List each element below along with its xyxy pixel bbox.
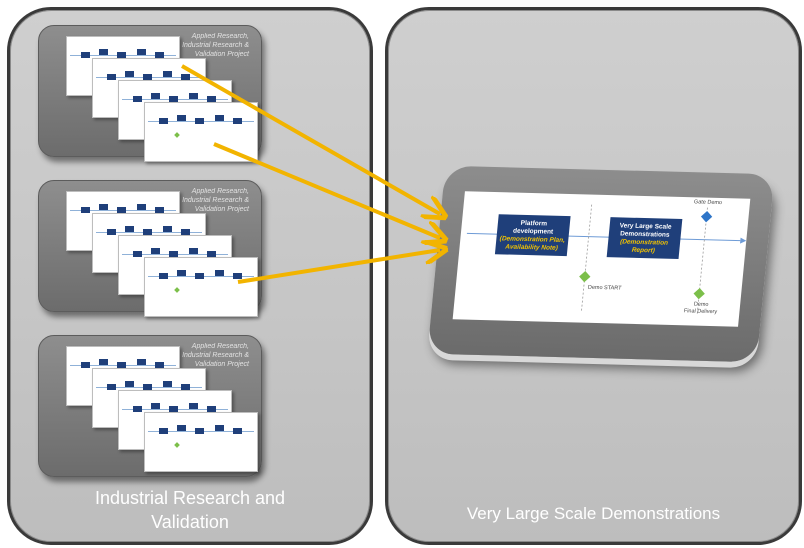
caption-line-1: Industrial Research and	[94, 488, 286, 508]
thumbnail-box	[117, 52, 126, 58]
thumbnail-box	[155, 362, 164, 368]
tray-label: Applied Research, Industrial Research & …	[137, 342, 249, 369]
thumbnail-milestone-icon	[174, 442, 180, 448]
thumbnail-box	[207, 251, 216, 257]
box-text: Availability Note)	[504, 243, 559, 252]
tray-label: Applied Research, Industrial Research & …	[137, 32, 249, 59]
thumbnail-box	[155, 207, 164, 213]
thumbnail-box	[195, 118, 204, 124]
slide-thumbnail	[144, 412, 258, 472]
thumbnail-box	[137, 204, 146, 210]
thumbnail-box	[181, 384, 190, 390]
tray-label-line: Applied Research,	[191, 343, 249, 350]
thumbnail-box	[81, 207, 90, 213]
demo-start-label: Demo START	[587, 284, 622, 292]
thumbnail-box	[177, 425, 186, 431]
slide-thumbnail	[144, 102, 258, 162]
thumbnail-box	[195, 273, 204, 279]
thumbnail-box	[125, 71, 134, 77]
thumbnail-box	[159, 428, 168, 434]
tray-label-line: Industrial Research &	[182, 42, 249, 49]
box-text: Report)	[631, 246, 656, 255]
thumbnail-box	[133, 251, 142, 257]
thumbnail-box	[189, 403, 198, 409]
thumbnail-box	[169, 96, 178, 102]
thumbnail-box	[215, 270, 224, 276]
thumbnail-box	[159, 273, 168, 279]
thumbnail-box	[125, 226, 134, 232]
thumbnail-milestone-icon	[174, 287, 180, 293]
thumbnail-box	[137, 359, 146, 365]
thumbnail-milestone-icon	[174, 132, 180, 138]
thumbnail-box	[81, 362, 90, 368]
final-label-line: Final Delivery	[683, 308, 718, 316]
phase-divider	[696, 207, 708, 316]
thumbnail-box	[233, 118, 242, 124]
thumbnail-box	[99, 204, 108, 210]
thumbnail-box	[163, 381, 172, 387]
demo-final-label: Demo Final Delivery	[675, 301, 726, 316]
thumbnail-box	[215, 425, 224, 431]
thumbnail-box	[159, 118, 168, 124]
thumbnail-box	[163, 71, 172, 77]
thumbnail-box	[177, 115, 186, 121]
thumbnail-box	[125, 381, 134, 387]
thumbnail-box	[107, 74, 116, 80]
thumbnail-box	[169, 406, 178, 412]
industrial-research-caption: Industrial Research and Validation	[10, 486, 370, 534]
caption-line-2: Validation	[151, 512, 229, 532]
demonstration-device: Platform development (Demonstration Plan…	[427, 165, 775, 363]
thumbnail-box	[189, 93, 198, 99]
thumbnail-box	[133, 96, 142, 102]
thumbnail-box	[107, 229, 116, 235]
thumbnail-box	[215, 115, 224, 121]
thumbnail-box	[163, 226, 172, 232]
thumbnail-box	[233, 428, 242, 434]
thumbnail-box	[189, 248, 198, 254]
thumbnail-box	[99, 359, 108, 365]
demonstration-timeline-screen: Platform development (Demonstration Plan…	[452, 191, 751, 327]
gate-demo-label: Gate Demo	[693, 199, 723, 207]
thumbnail-box	[133, 406, 142, 412]
very-large-scale-demonstrations-box: Very Large Scale Demonstrations (Demonst…	[606, 217, 683, 260]
thumbnail-box	[169, 251, 178, 257]
thumbnail-box	[151, 93, 160, 99]
timeline-arrowhead	[740, 237, 747, 244]
tray-label-line: Validation Project	[194, 51, 249, 58]
platform-development-box: Platform development (Demonstration Plan…	[494, 214, 571, 257]
thumbnail-box	[151, 248, 160, 254]
thumbnail-box	[143, 384, 152, 390]
thumbnail-box	[107, 384, 116, 390]
thumbnail-box	[181, 229, 190, 235]
tray-label-line: Industrial Research &	[182, 352, 249, 359]
thumbnail-box	[195, 428, 204, 434]
thumbnail-box	[233, 273, 242, 279]
thumbnail-box	[207, 406, 216, 412]
slide-thumbnail	[144, 257, 258, 317]
thumbnail-box	[143, 74, 152, 80]
thumbnail-box	[137, 49, 146, 55]
thumbnail-box	[155, 52, 164, 58]
tray-label-line: Validation Project	[194, 361, 249, 368]
thumbnail-box	[177, 270, 186, 276]
tray-label-line: Applied Research,	[191, 33, 249, 40]
thumbnail-box	[151, 403, 160, 409]
thumbnail-box	[81, 52, 90, 58]
phase-divider	[580, 204, 593, 313]
thumbnail-box	[117, 207, 126, 213]
thumbnail-box	[143, 229, 152, 235]
demonstrations-caption: Very Large Scale Demonstrations	[466, 504, 721, 523]
thumbnail-box	[117, 362, 126, 368]
thumbnail-box	[99, 49, 108, 55]
